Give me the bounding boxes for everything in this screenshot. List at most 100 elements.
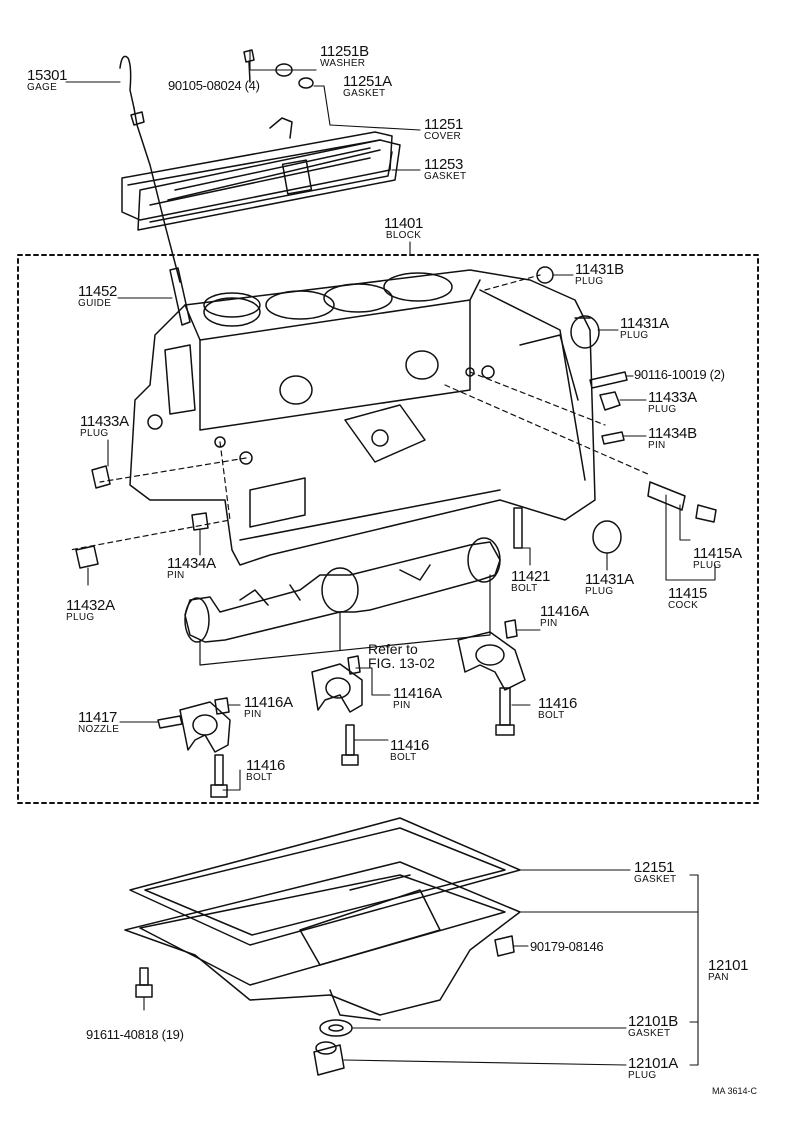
part-name: PLUG bbox=[66, 612, 95, 623]
gasket-11251a bbox=[298, 77, 314, 89]
part-number: 11415A bbox=[693, 545, 742, 562]
bolt-11416-left bbox=[210, 754, 228, 798]
part-name: PIN bbox=[393, 700, 411, 711]
part-number: 11416 bbox=[390, 737, 430, 754]
part-number: 11434A bbox=[167, 555, 216, 572]
label-90105: 90105-08024 (4) bbox=[168, 79, 260, 92]
part-number: 12101B bbox=[628, 1013, 678, 1030]
pin-11416a-right bbox=[504, 619, 518, 639]
part-name: PLUG bbox=[575, 276, 604, 287]
drain-plug-12101a bbox=[313, 1041, 345, 1076]
part-name: PIN bbox=[244, 709, 262, 720]
part-name: PAN bbox=[708, 972, 729, 983]
part-name: BOLT bbox=[390, 752, 417, 763]
label-90116: 90116-10019 (2) bbox=[634, 368, 725, 381]
dipstick-guide-tube bbox=[169, 267, 191, 326]
part-number: 12101A bbox=[628, 1055, 678, 1072]
cover-gasket bbox=[137, 139, 401, 231]
part-number: 11417 bbox=[78, 709, 118, 726]
drain-cock-11415 bbox=[647, 481, 717, 523]
bolt-11416-middle bbox=[341, 724, 359, 766]
label-90179: 90179-08146 bbox=[530, 940, 604, 953]
part-number: 11416A bbox=[393, 685, 442, 702]
part-number: 11421 bbox=[511, 568, 551, 585]
part-number: 11415 bbox=[668, 585, 708, 602]
part-name: NOZZLE bbox=[78, 724, 120, 735]
drawing-code: MA 3614-C bbox=[712, 1086, 758, 1096]
plug-11431a-top bbox=[570, 315, 600, 349]
plug-11433a-right bbox=[599, 391, 621, 411]
valve-cover bbox=[121, 117, 393, 221]
part-number: 11251B bbox=[320, 43, 369, 60]
part-name: COVER bbox=[424, 131, 462, 142]
bearing-cap-middle bbox=[311, 663, 363, 713]
part-number: 11431A bbox=[620, 315, 669, 332]
part-number: 11251A bbox=[343, 73, 392, 90]
part-name: BOLT bbox=[538, 710, 565, 721]
label-91611: 91611-40818 (19) bbox=[86, 1028, 184, 1041]
part-name: COCK bbox=[668, 600, 699, 611]
part-number: 90116-10019 (2) bbox=[634, 367, 725, 382]
bearing-cap-left bbox=[179, 701, 231, 753]
part-name: PLUG bbox=[693, 560, 722, 571]
part-name: PLUG bbox=[628, 1070, 657, 1081]
leader-lines bbox=[65, 49, 716, 1066]
reference-line2: FIG. 13-02 bbox=[368, 655, 435, 671]
engine-block bbox=[129, 269, 596, 566]
part-number: 11416 bbox=[246, 757, 286, 774]
bolt-11416-right bbox=[495, 687, 515, 736]
part-name: BOLT bbox=[246, 772, 273, 783]
part-number: 90105-08024 (4) bbox=[168, 78, 260, 93]
oil-pan-bolt-90179 bbox=[494, 935, 515, 957]
part-number: 11434B bbox=[648, 425, 697, 442]
part-number: 15301 bbox=[27, 67, 68, 84]
part-name: BLOCK bbox=[385, 230, 422, 241]
part-name: PIN bbox=[648, 440, 666, 451]
pan-screw-91611 bbox=[135, 967, 153, 998]
part-name: GASKET bbox=[424, 171, 467, 182]
pin-11434a bbox=[191, 512, 209, 531]
part-number: 12101 bbox=[708, 957, 749, 974]
pin-11416a-middle bbox=[347, 655, 361, 675]
part-name: BOLT bbox=[511, 583, 538, 594]
plug-11432a bbox=[75, 545, 99, 569]
nozzle-11417 bbox=[157, 715, 183, 729]
oil-pan-gasket bbox=[129, 817, 521, 946]
drain-gasket-12101b bbox=[319, 1019, 353, 1037]
part-number: 11431B bbox=[575, 261, 624, 278]
part-number: 11432A bbox=[66, 597, 115, 614]
bolt-11421 bbox=[513, 507, 523, 549]
part-number: 11401 bbox=[384, 215, 424, 232]
stud-90116 bbox=[589, 371, 628, 389]
part-number: 11433A bbox=[80, 413, 129, 430]
cover-bolt bbox=[243, 49, 255, 83]
part-name: PLUG bbox=[648, 404, 677, 415]
plug-11431a-bottom bbox=[592, 520, 622, 554]
camshaft bbox=[184, 537, 501, 643]
part-name: GASKET bbox=[634, 874, 677, 885]
part-name: PIN bbox=[540, 618, 558, 629]
dashed-leaders bbox=[69, 274, 651, 551]
part-name: GASKET bbox=[628, 1028, 671, 1039]
